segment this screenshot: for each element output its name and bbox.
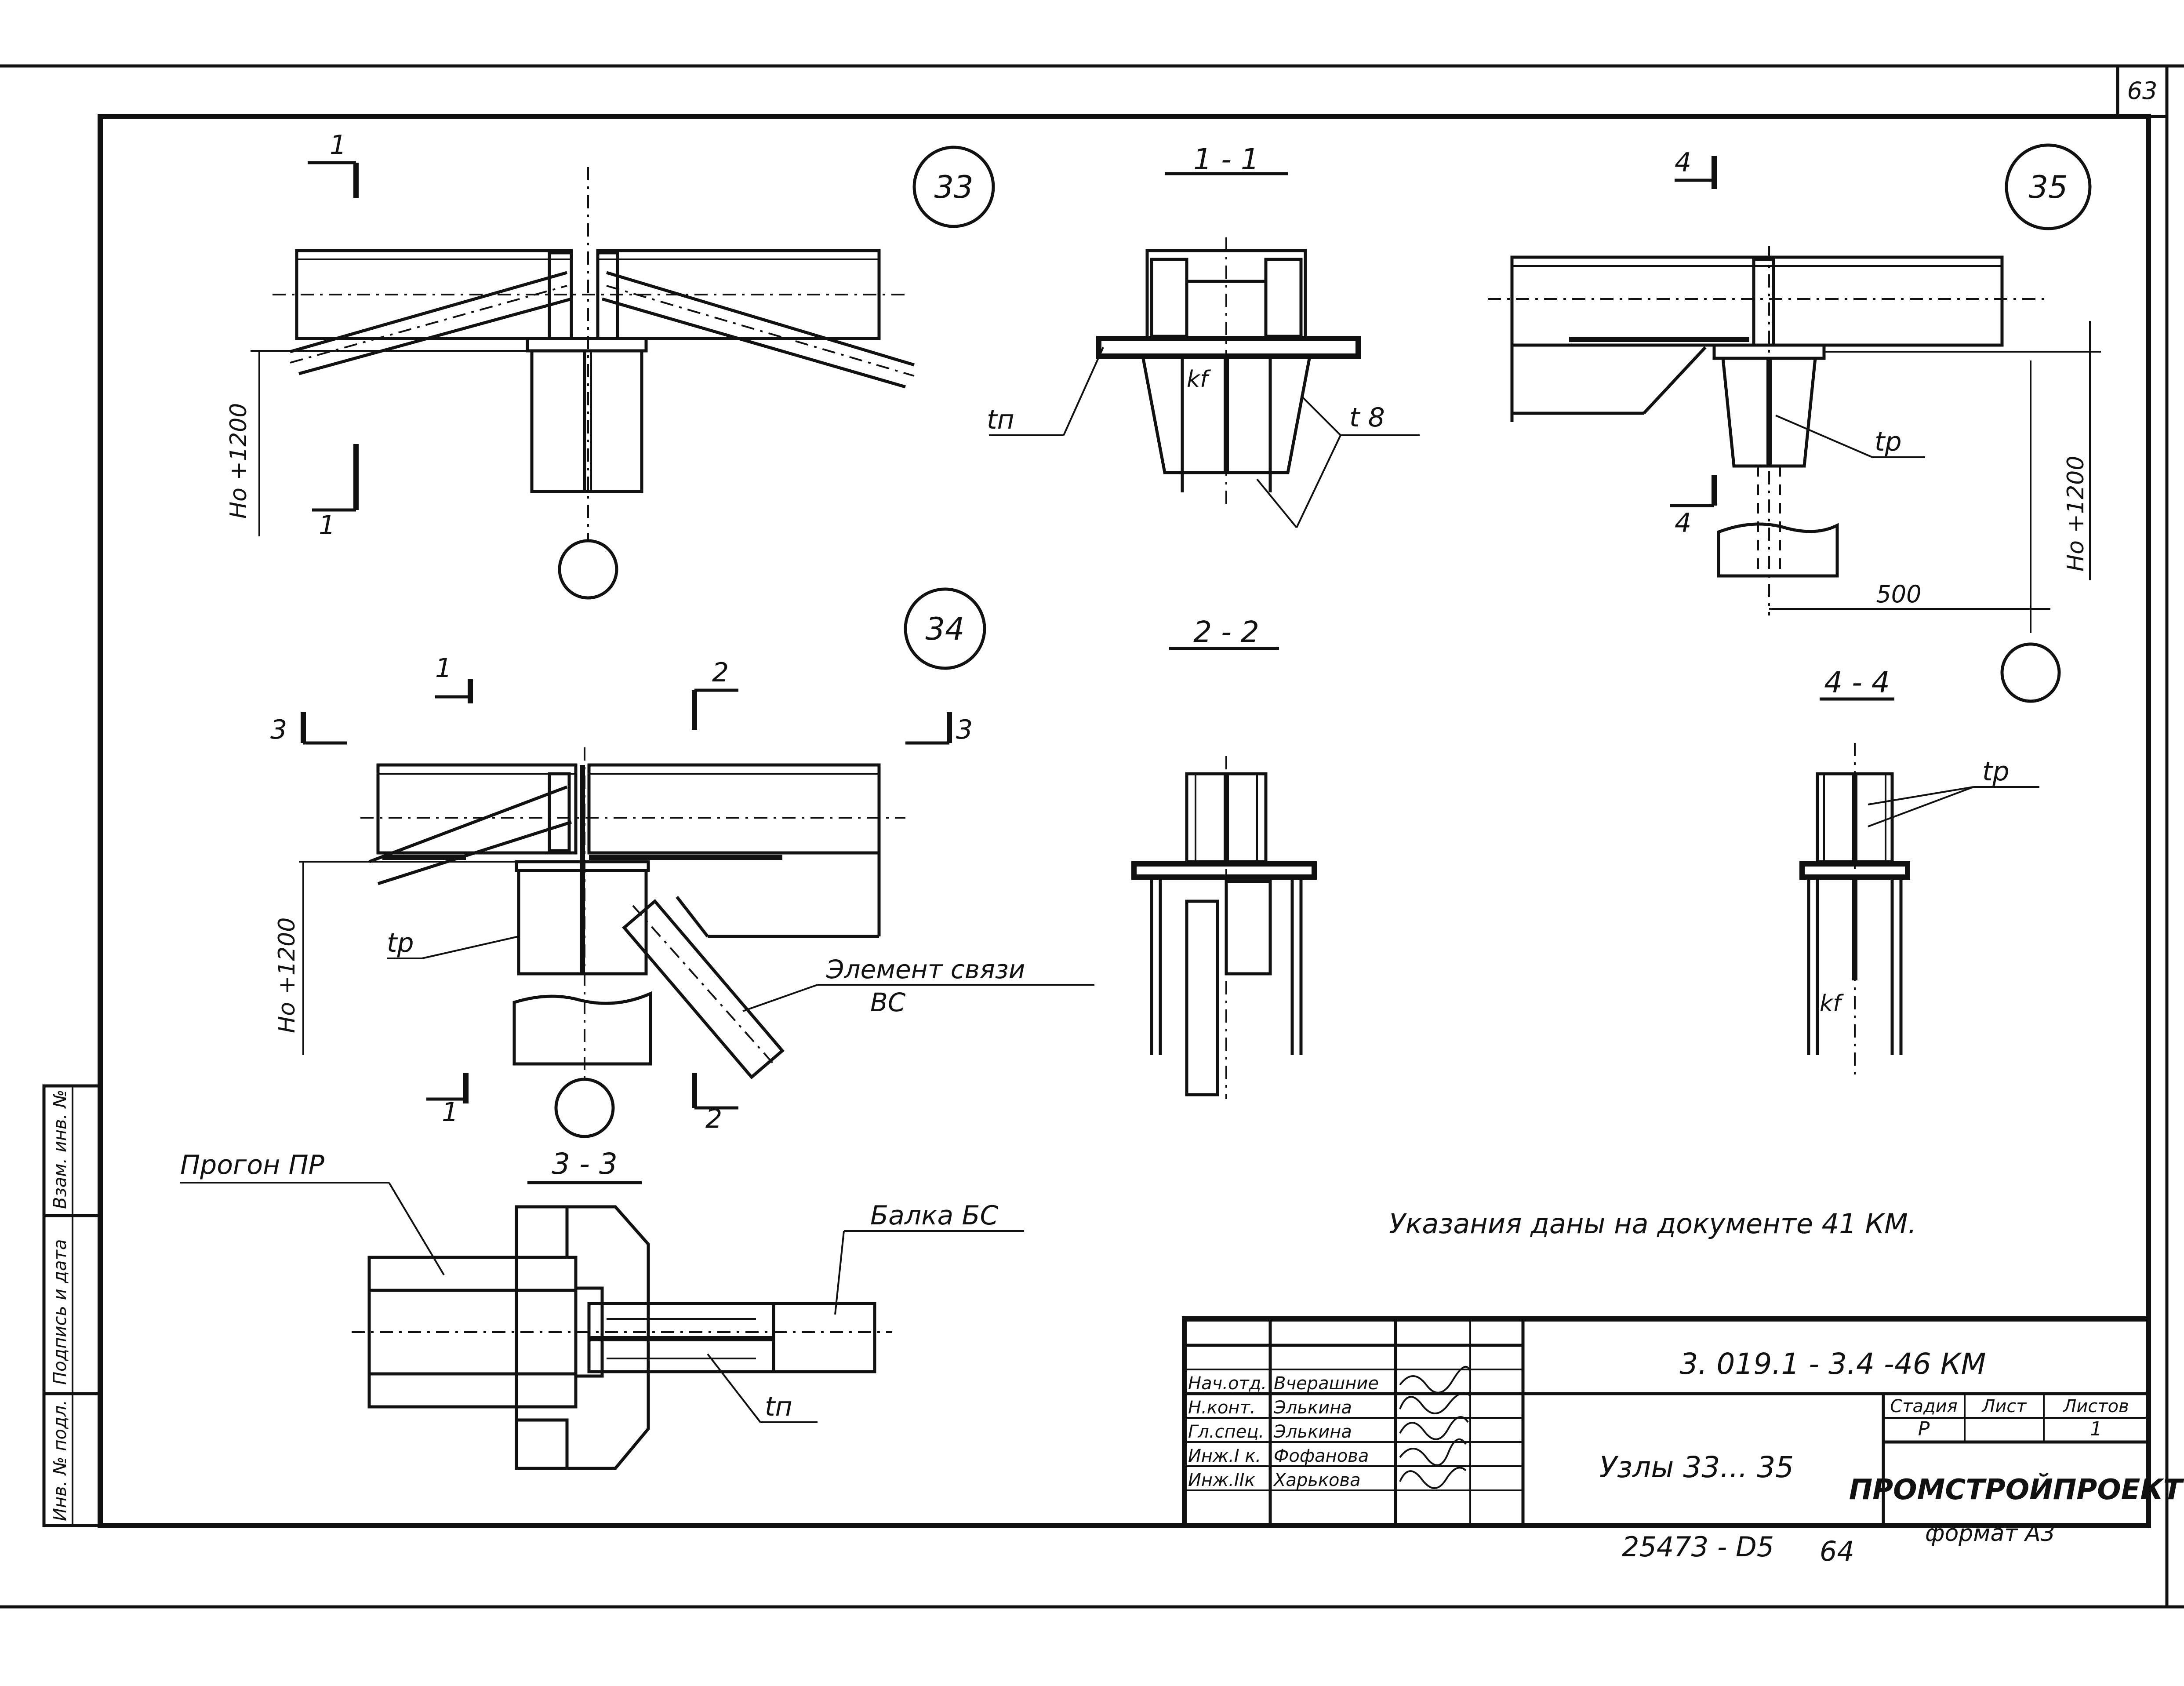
name-row-1: Вчерашние — [1274, 1373, 1379, 1394]
stage-header: Стадия — [1890, 1396, 1957, 1417]
section-4-4-tp-label: tр — [1982, 756, 2010, 787]
node-35-label: 35 — [2028, 169, 2068, 205]
purlin-label: Прогон ПР — [180, 1150, 325, 1180]
section-4-4-drawing — [1799, 697, 2039, 1077]
beam-label: Балка БС — [870, 1200, 999, 1231]
node-35-elevation: Hо +1200 — [2063, 456, 2089, 572]
section-1-1-title: 1 - 1 — [1193, 142, 1259, 176]
cut-3-left-label: 3 — [270, 714, 287, 745]
sheet-header: Лист — [1981, 1396, 2027, 1417]
bottom-code: 25473 - D5 — [1622, 1531, 1774, 1563]
name-row-3: Элькина — [1273, 1422, 1352, 1442]
name-row-2: Элькина — [1273, 1398, 1352, 1418]
section-4-4-title: 4 - 4 — [1824, 666, 1890, 699]
node-34-circle — [904, 587, 986, 670]
cut-3-right-label: 3 — [956, 714, 973, 745]
name-row-5: Харькова — [1273, 1470, 1361, 1490]
margin-inv-label: Инв. № подл. — [50, 1400, 70, 1521]
section-1-1-tn-label: tп — [987, 404, 1014, 435]
section-3-3-tn-label: tп — [765, 1391, 792, 1422]
section-1-1-kf-label: kf — [1187, 366, 1211, 393]
name-row-4: Фофанова — [1274, 1446, 1369, 1466]
margin-sign-label: Подпись и дата — [50, 1239, 70, 1385]
node-34-label: 34 — [925, 611, 964, 647]
cut-1-top-label: 1 — [330, 130, 346, 160]
bottom-number: 64 — [1820, 1535, 1854, 1567]
cut-2-bottom-label: 2 — [705, 1103, 722, 1134]
stage-value: Р — [1918, 1418, 1930, 1440]
section-4-4-kf-label: kf — [1820, 990, 1844, 1017]
sheet-title: Узлы 33... 35 — [1599, 1450, 1794, 1484]
bracing-element-code: ВС — [870, 987, 906, 1017]
node-34-tp-label: tр — [387, 928, 414, 958]
role-row-3: Гл.спец. — [1188, 1422, 1264, 1442]
role-row-4: Инж.I к. — [1188, 1446, 1261, 1466]
role-row-5: Инж.IIк — [1188, 1470, 1255, 1490]
node-35-dim-500: 500 — [1876, 580, 1921, 608]
node-35-tp-label: tр — [1875, 426, 1902, 457]
general-note: Указания даны на документе 41 КМ. — [1389, 1208, 1917, 1240]
node-34-drawing — [299, 679, 1094, 1138]
node-35-circle — [2005, 143, 2092, 230]
node-33-elevation: Hо +1200 — [225, 403, 252, 519]
node-34-elevation: Hо +1200 — [274, 918, 300, 1033]
format-label: формат А3 — [1925, 1520, 2055, 1547]
node-33-label: 33 — [934, 169, 973, 205]
node-35-drawing — [1488, 156, 2101, 703]
cut-2-top-label: 2 — [712, 657, 729, 688]
section-2-2-title: 2 - 2 — [1193, 615, 1259, 649]
node-33-circle — [912, 146, 995, 228]
bracing-element-label: Элемент связи — [826, 954, 1025, 984]
signatures — [1399, 1366, 1471, 1489]
sheets-header: Листов — [2062, 1396, 2129, 1417]
sheets-value: 1 — [2090, 1418, 2102, 1440]
margin-replace-label: Взам. инв. № — [50, 1089, 70, 1209]
sheet-frame — [0, 64, 2184, 1609]
cut-4-top-label: 4 — [1675, 147, 1691, 178]
section-1-1-drawing — [989, 172, 1420, 528]
section-3-3-drawing — [180, 1181, 1024, 1470]
company-name: ПРОМСТРОЙПРОЕКТ — [1849, 1473, 2184, 1506]
section-1-1-t8-label: t 8 — [1349, 402, 1385, 433]
cut-1-n34-top-label: 1 — [435, 653, 452, 684]
role-row-1: Нач.отд. — [1188, 1373, 1267, 1394]
section-2-2-drawing — [1131, 647, 1317, 1099]
cut-1-n34-bottom-label: 1 — [442, 1097, 458, 1128]
node-33-drawing — [251, 161, 915, 600]
role-row-2: Н.конт. — [1188, 1398, 1256, 1418]
margin-stamp — [42, 1084, 102, 1527]
title-block-grid — [1182, 1316, 2151, 1528]
section-3-3-title: 3 - 3 — [552, 1147, 618, 1181]
cut-1-bottom-label: 1 — [319, 510, 335, 541]
page-number: 63 — [2127, 77, 2158, 105]
cut-4-bottom-label: 4 — [1675, 508, 1691, 539]
doc-code: 3. 019.1 - 3.4 -46 КМ — [1679, 1347, 1986, 1381]
